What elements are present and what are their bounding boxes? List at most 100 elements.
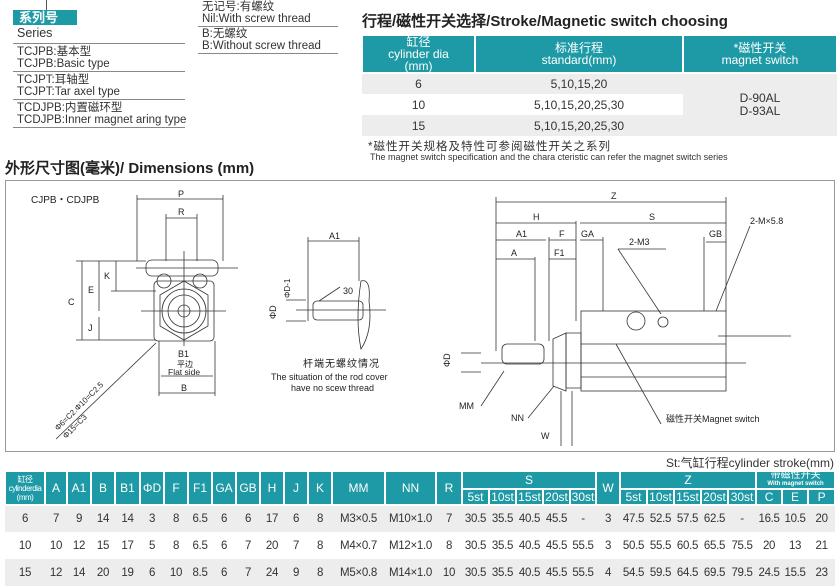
cell-k: 8 <box>308 559 332 586</box>
bore-cell: 15 <box>362 115 475 136</box>
thread-en: Nil:With screw thread <box>202 13 311 25</box>
cell-nn: M10×1.0 <box>385 505 436 532</box>
bore-cell: 6 <box>362 73 475 94</box>
type-en: TCDJPB:Inner magnet aring type <box>17 114 187 126</box>
bore-cell: 10 <box>411 97 426 112</box>
header-p: P <box>807 488 837 506</box>
type-cn: TCJPT:耳轴型 <box>17 74 90 86</box>
rod-end-detail: A1 ΦD ΦD-1 30 杆端无螺纹情况 The situation of t… <box>268 231 388 393</box>
label-magnet-switch: 磁性开关Magnet switch <box>666 413 760 424</box>
dim-d-detail: ΦD <box>268 305 278 319</box>
cell-s: - <box>570 505 597 532</box>
header-z-5st: 5st <box>619 488 649 506</box>
dim-p: P <box>178 189 184 199</box>
divider <box>13 127 185 128</box>
header-ga: GA <box>211 470 237 506</box>
cell-j: 7 <box>292 539 300 552</box>
header-j: J <box>283 470 309 506</box>
cell-e: 13 <box>788 539 802 552</box>
cell-r: 8 <box>445 539 453 552</box>
cell-z: 64.5 <box>674 559 702 586</box>
chamfer-angle: 30 <box>343 286 353 296</box>
header-d: ΦD <box>139 470 165 506</box>
type-cn: TCDJPB:内置磁环型 <box>17 102 123 114</box>
cell-a1: 14 <box>67 559 91 586</box>
cell-nn: M14×1.0 <box>385 559 436 586</box>
cell-h: 24 <box>260 559 284 586</box>
dim-ga: GA <box>581 229 594 239</box>
cell-z: 55.5 <box>649 539 672 552</box>
cell-mm: M4×0.7 <box>340 539 377 552</box>
cell-z: 50.5 <box>622 539 645 552</box>
cell-gb: 7 <box>244 539 252 552</box>
divider <box>198 53 338 54</box>
dim-a1-detail: A1 <box>329 231 340 241</box>
divider <box>13 99 185 100</box>
header-z: Z <box>619 470 758 490</box>
cell-e: 15.5 <box>782 559 809 586</box>
series-label: Series <box>17 26 53 40</box>
header-s-20st: 20st <box>542 488 571 506</box>
cell-k: 8 <box>308 505 332 532</box>
end-view-drawing: CJPB・CDJPB P R C E K J B1 平边 Flat side B… <box>31 189 238 440</box>
cell-d: 6 <box>140 559 164 586</box>
cell-f: 8 <box>172 539 180 552</box>
cell-gb: 7 <box>236 559 260 586</box>
divider <box>198 26 338 27</box>
dim-a: A <box>511 248 517 258</box>
divider <box>13 71 185 72</box>
dim-k: K <box>104 271 110 281</box>
cell-a: 10 <box>49 539 63 552</box>
cell-p: 20 <box>808 505 836 532</box>
cell-f: 8 <box>164 505 188 532</box>
cell-ga: 6 <box>212 505 236 532</box>
header-c: C <box>755 488 784 506</box>
dim-h: H <box>533 212 540 222</box>
cell-c: 24.5 <box>756 559 783 586</box>
cell-j: 6 <box>284 505 308 532</box>
cell-s: 30.5 <box>464 539 487 552</box>
cell-b: 20 <box>91 559 115 586</box>
dim-f1: F1 <box>554 248 565 258</box>
bore-cell: 15 <box>5 559 45 586</box>
switch-note-en: The magnet switch specification and the … <box>370 152 728 162</box>
header-mm: MM <box>331 470 386 506</box>
dim-j: J <box>88 323 93 333</box>
cell-nn: M12×1.0 <box>389 539 432 552</box>
header-a1: A1 <box>66 470 92 506</box>
cell-z: 57.5 <box>674 505 702 532</box>
thread-cn: B:无螺纹 <box>202 28 248 40</box>
model-label: CJPB・CDJPB <box>31 195 100 206</box>
header-s: S <box>460 470 598 490</box>
no-thread-cn: 杆端无螺纹情况 <box>303 357 380 370</box>
cell-r: 10 <box>436 559 462 586</box>
dim-w: W <box>541 431 550 441</box>
label-2-m-5-8: 2-M×5.8 <box>750 216 783 226</box>
header-s-30st: 30st <box>568 488 598 506</box>
header-k: K <box>307 470 333 506</box>
cell-a1: 9 <box>67 505 91 532</box>
cell-w: 3 <box>596 505 621 532</box>
cell-z: 47.5 <box>620 505 648 532</box>
header-z-20st: 20st <box>700 488 730 506</box>
cell-z: 65.5 <box>703 539 726 552</box>
thread-en: B:Without screw thread <box>202 40 321 52</box>
cell-p: 21 <box>815 539 828 552</box>
header-f1: F1 <box>187 470 213 506</box>
cell-w: 3 <box>604 539 612 552</box>
header-s-15st: 15st <box>515 488 544 506</box>
stroke-cell: 5,10,15,20 <box>475 73 683 94</box>
cell-s: 40.5 <box>518 539 541 552</box>
dim-s: S <box>649 212 655 222</box>
cell-s: 55.5 <box>570 559 597 586</box>
cell-f1: 6.5 <box>188 505 212 532</box>
cell-s: 35.5 <box>489 505 516 532</box>
cell-s: 35.5 <box>489 559 516 586</box>
dim-a1: A1 <box>516 229 527 239</box>
